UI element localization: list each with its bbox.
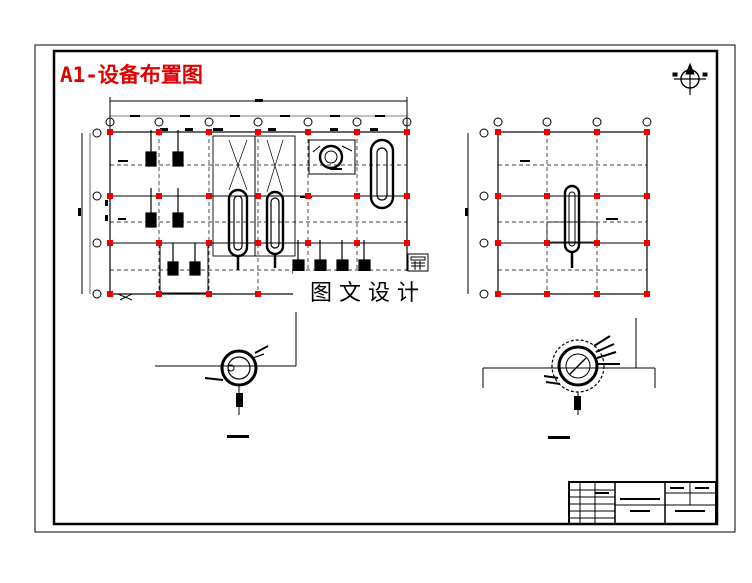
outer-border	[34, 44, 736, 533]
inner-frame	[52, 49, 719, 526]
north-arrow-icon	[672, 62, 708, 95]
left-section-detail	[155, 312, 297, 438]
left-plan-view	[78, 97, 412, 301]
right-section-detail	[482, 318, 656, 439]
right-plan-view	[465, 117, 652, 299]
watermark-text: 图 文 设 计	[310, 281, 419, 306]
title-block	[568, 481, 717, 525]
watermark: 图 文 设 计	[293, 253, 450, 307]
right-column-markers	[495, 129, 650, 297]
left-column-markers	[107, 129, 410, 297]
drawing-title: A1-设备布置图	[60, 63, 203, 87]
calculator-icon	[407, 253, 429, 272]
